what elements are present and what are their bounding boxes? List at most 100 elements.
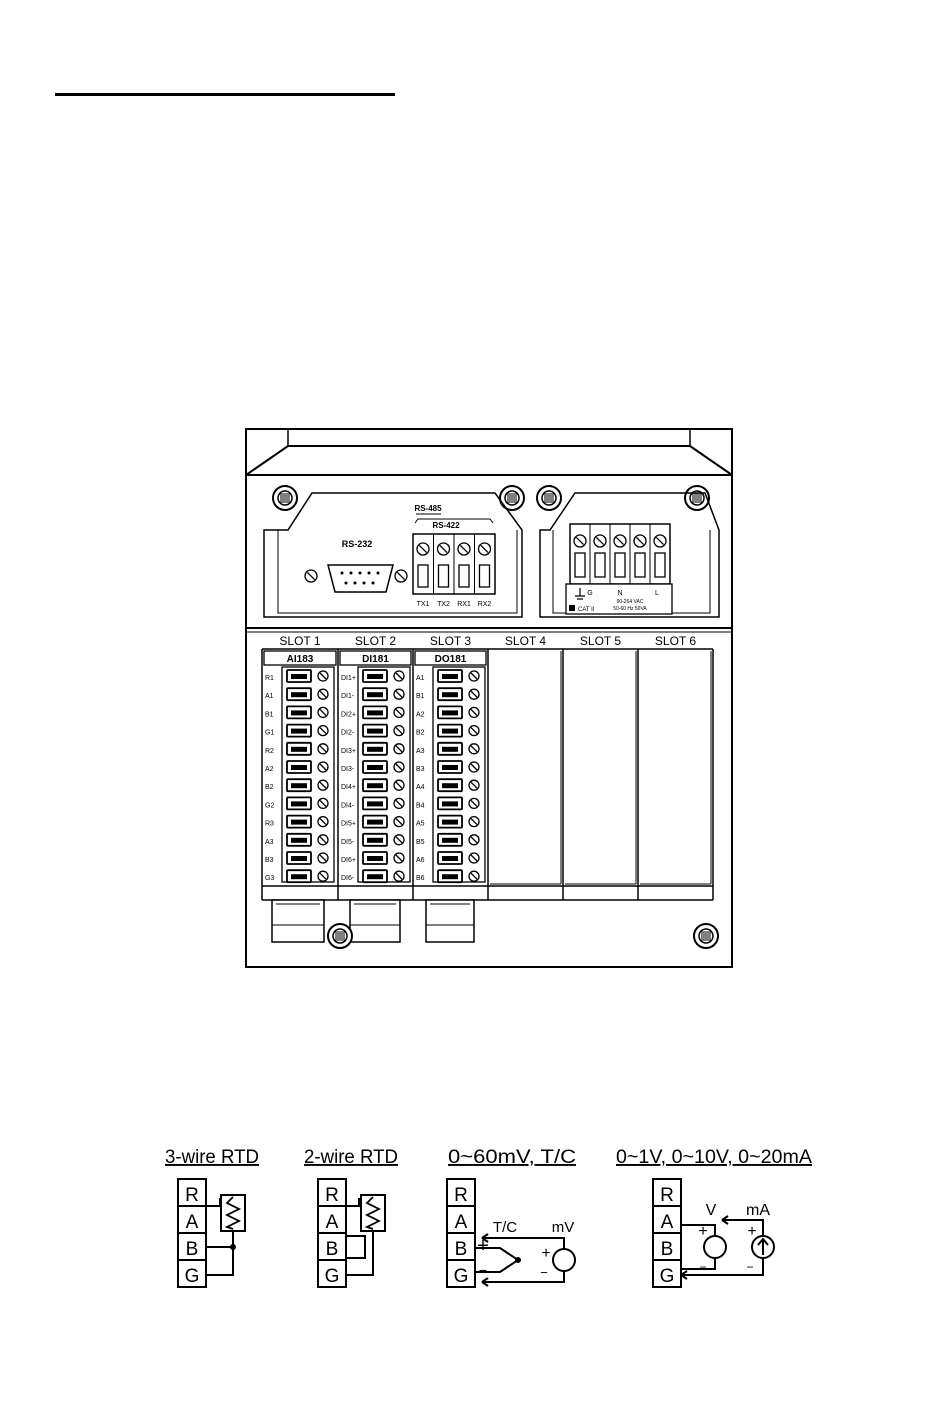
module-terminal-label: B1 [265,711,274,718]
module-terminal-label: B1 [416,693,425,700]
module-terminal-slot [367,801,383,807]
wiring-terminal-R: R [185,1185,199,1206]
db9-pin [367,571,371,575]
wiring-title-1: 3-wire RTD [165,1147,259,1168]
module-terminal-label: DI5+ [341,821,356,828]
wiring-terminal-box [652,1259,682,1288]
module-header [339,650,412,666]
mv-wire-bottom [482,1271,565,1283]
mv-label: mV [552,1219,575,1236]
module-terminal-label: A5 [416,821,425,828]
rtd2-wire-g [346,1231,374,1276]
module-terminal-screw [393,688,405,700]
module-terminal-label: R2 [265,748,274,755]
ma-minus: − [746,1260,753,1274]
tc-junction [515,1257,521,1263]
module-terminal-label: B5 [416,839,425,846]
wiring-title-3: 0~60mV, T/C [448,1147,576,1168]
module-terminal-screw [317,670,329,682]
comm-terminal-screw [457,542,471,556]
bottom-screw-right [693,923,719,949]
module-terminal-screw [393,779,405,791]
module-terminal-slot [367,856,383,861]
db9-pin [353,581,357,585]
module-terminal-screw [317,797,329,810]
header-rule [55,93,395,96]
comm-terminal-clamp [478,564,491,588]
rtd2-jumper-b [346,1235,366,1259]
module-terminal-slot [442,874,458,880]
slot-label-5: SLOT 5 [580,634,621,648]
wiring-terminal-box [446,1259,476,1288]
module-terminal-slot [291,819,307,825]
module-name-AI183: AI183 [287,654,314,665]
power-label-plate [565,583,673,615]
module-terminal-screw [468,797,480,810]
ma-label: mA [746,1202,770,1219]
ma-wire-bottom [681,1258,764,1276]
db9-pin [349,571,353,575]
module-terminal-slot [442,746,458,752]
module-terminal-slot [442,819,458,825]
comm-terminal-label: RX2 [478,601,492,608]
module-terminal-label: B2 [265,784,274,791]
comm-terminal-clamp [437,564,450,588]
slot-label-4: SLOT 4 [505,634,546,648]
module-terminal-slot [291,801,307,807]
wiring-terminal-G: G [660,1266,675,1287]
module-terminal-label: A2 [265,766,274,773]
comm-terminal-clamp [458,564,470,588]
comm-terminal-screw [436,542,451,556]
rs422-label-bg [432,521,460,529]
ma-wire-top [722,1219,764,1236]
power-terminal-screw [573,534,587,548]
module-terminal-label: A6 [416,857,425,864]
module-terminal-screw [317,779,329,791]
v-wire-bottom [681,1258,716,1270]
wiring-terminal-B: B [661,1239,674,1260]
module-terminal-label: DI5- [341,839,355,846]
comm-terminal-label: TX1 [417,601,430,608]
module-terminal-slot [442,692,458,698]
module-terminal-screw [468,688,480,700]
module-terminal-screw [393,670,405,682]
module-terminal-label: DI4+ [341,784,356,791]
power-terminal-screw [653,534,667,548]
module-terminal-label: DI6- [341,875,355,882]
module-terminal-slot [291,856,307,861]
module-terminal-screw [468,724,480,737]
module-terminal-screw [393,761,405,773]
bottom-connector [271,899,325,943]
bottom-connector [349,899,401,943]
ground-icon [575,588,585,600]
module-terminal-label: B6 [416,875,425,882]
module-terminal-slot [442,710,458,716]
db9-pin [344,581,348,585]
comm-terminal-label: RX1 [457,601,471,608]
rtd3-resistor-zigzag [224,1196,242,1230]
power-label-g: G [587,590,592,597]
mv-source-icon [552,1248,576,1272]
slot-label-2: SLOT 2 [355,634,396,648]
wiring-terminal-A: A [661,1212,674,1233]
power-terminal-clamp [594,552,606,578]
mv-plus: + [541,1245,550,1262]
power-terminal-clamp [574,552,586,578]
module-terminal-slot [291,710,307,716]
wiring-title-4: 0~1V, 0~10V, 0~20mA [616,1147,812,1168]
module-terminal-label: A3 [265,839,274,846]
ma-plus: + [747,1223,756,1240]
module-terminal-label: R1 [265,675,274,682]
tc-plus: + [477,1235,489,1257]
wiring-terminal-box [652,1178,682,1207]
db9-pin [376,571,380,575]
module-terminal-screw [393,743,405,755]
power-terminal-clamp [634,552,646,578]
rs422-bracket [414,518,494,524]
ma-arrow-top [721,1215,729,1225]
power-note-voltage: 90-264 VAC [617,599,644,605]
module-terminal-slot [367,710,383,716]
comm-terminal-screw [416,542,430,556]
bottom-connector [425,899,475,943]
